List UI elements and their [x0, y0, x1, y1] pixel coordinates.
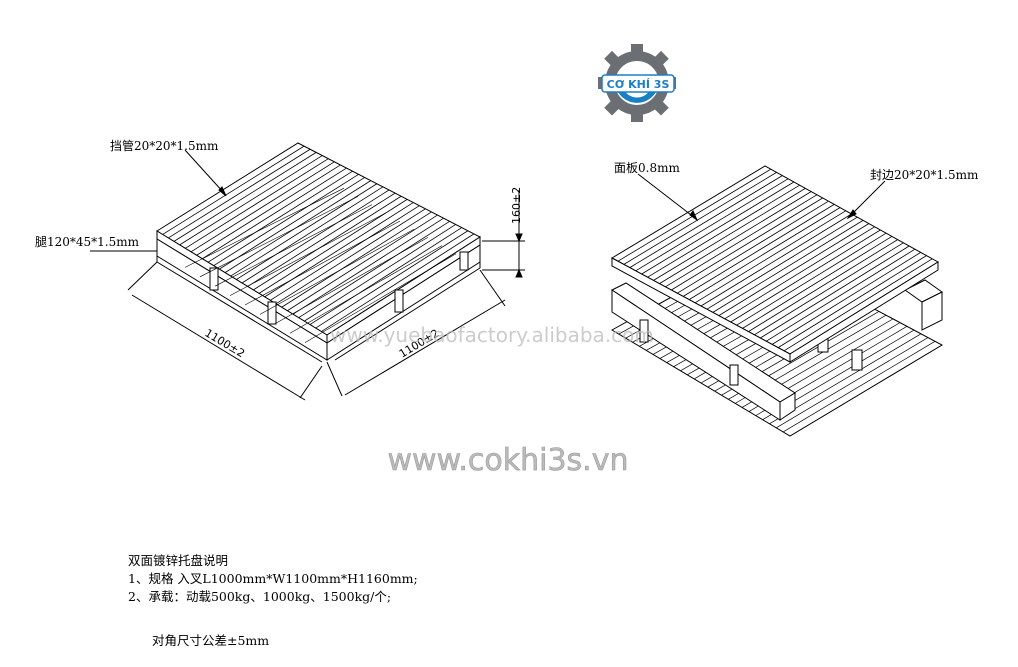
panel-label: 面板0.8mm	[614, 161, 680, 175]
left-pallet	[156, 142, 481, 363]
notes-line-1: 1、规格 入叉L1000mm*W1100mm*H1160mm;	[128, 571, 418, 586]
overlay-watermark: www.yuebaofactory.alibaba.com	[330, 323, 654, 347]
leg-label: 腿120*45*1.5mm	[35, 235, 140, 249]
top-tube-label: 挡管20*20*1.5mm	[110, 138, 219, 153]
deck-board-lines	[162, 145, 475, 332]
notes-title: 双面镀锌托盘说明	[128, 553, 229, 568]
height-dimension: 160±2	[510, 187, 523, 224]
notes-line-2: 2、承载：动载500kg、1000kg、1500kg/个;	[128, 589, 392, 604]
cokhi3s-logo: CƠ KHÍ 3S	[598, 44, 676, 122]
left-dimensions	[90, 149, 525, 401]
tolerance-note: 对角尺寸公差±5mm	[152, 633, 270, 648]
length-dimension: 1100±2	[202, 326, 247, 360]
logo-text: CƠ KHÍ 3S	[607, 78, 670, 91]
spec-notes: 双面镀锌托盘说明 1、规格 入叉L1000mm*W1100mm*H1160mm;…	[128, 552, 418, 606]
main-watermark: www.cokhi3s.vn	[388, 443, 629, 478]
edge-label: 封边20*20*1.5mm	[870, 168, 979, 182]
right-pallet-exploded	[610, 165, 944, 437]
